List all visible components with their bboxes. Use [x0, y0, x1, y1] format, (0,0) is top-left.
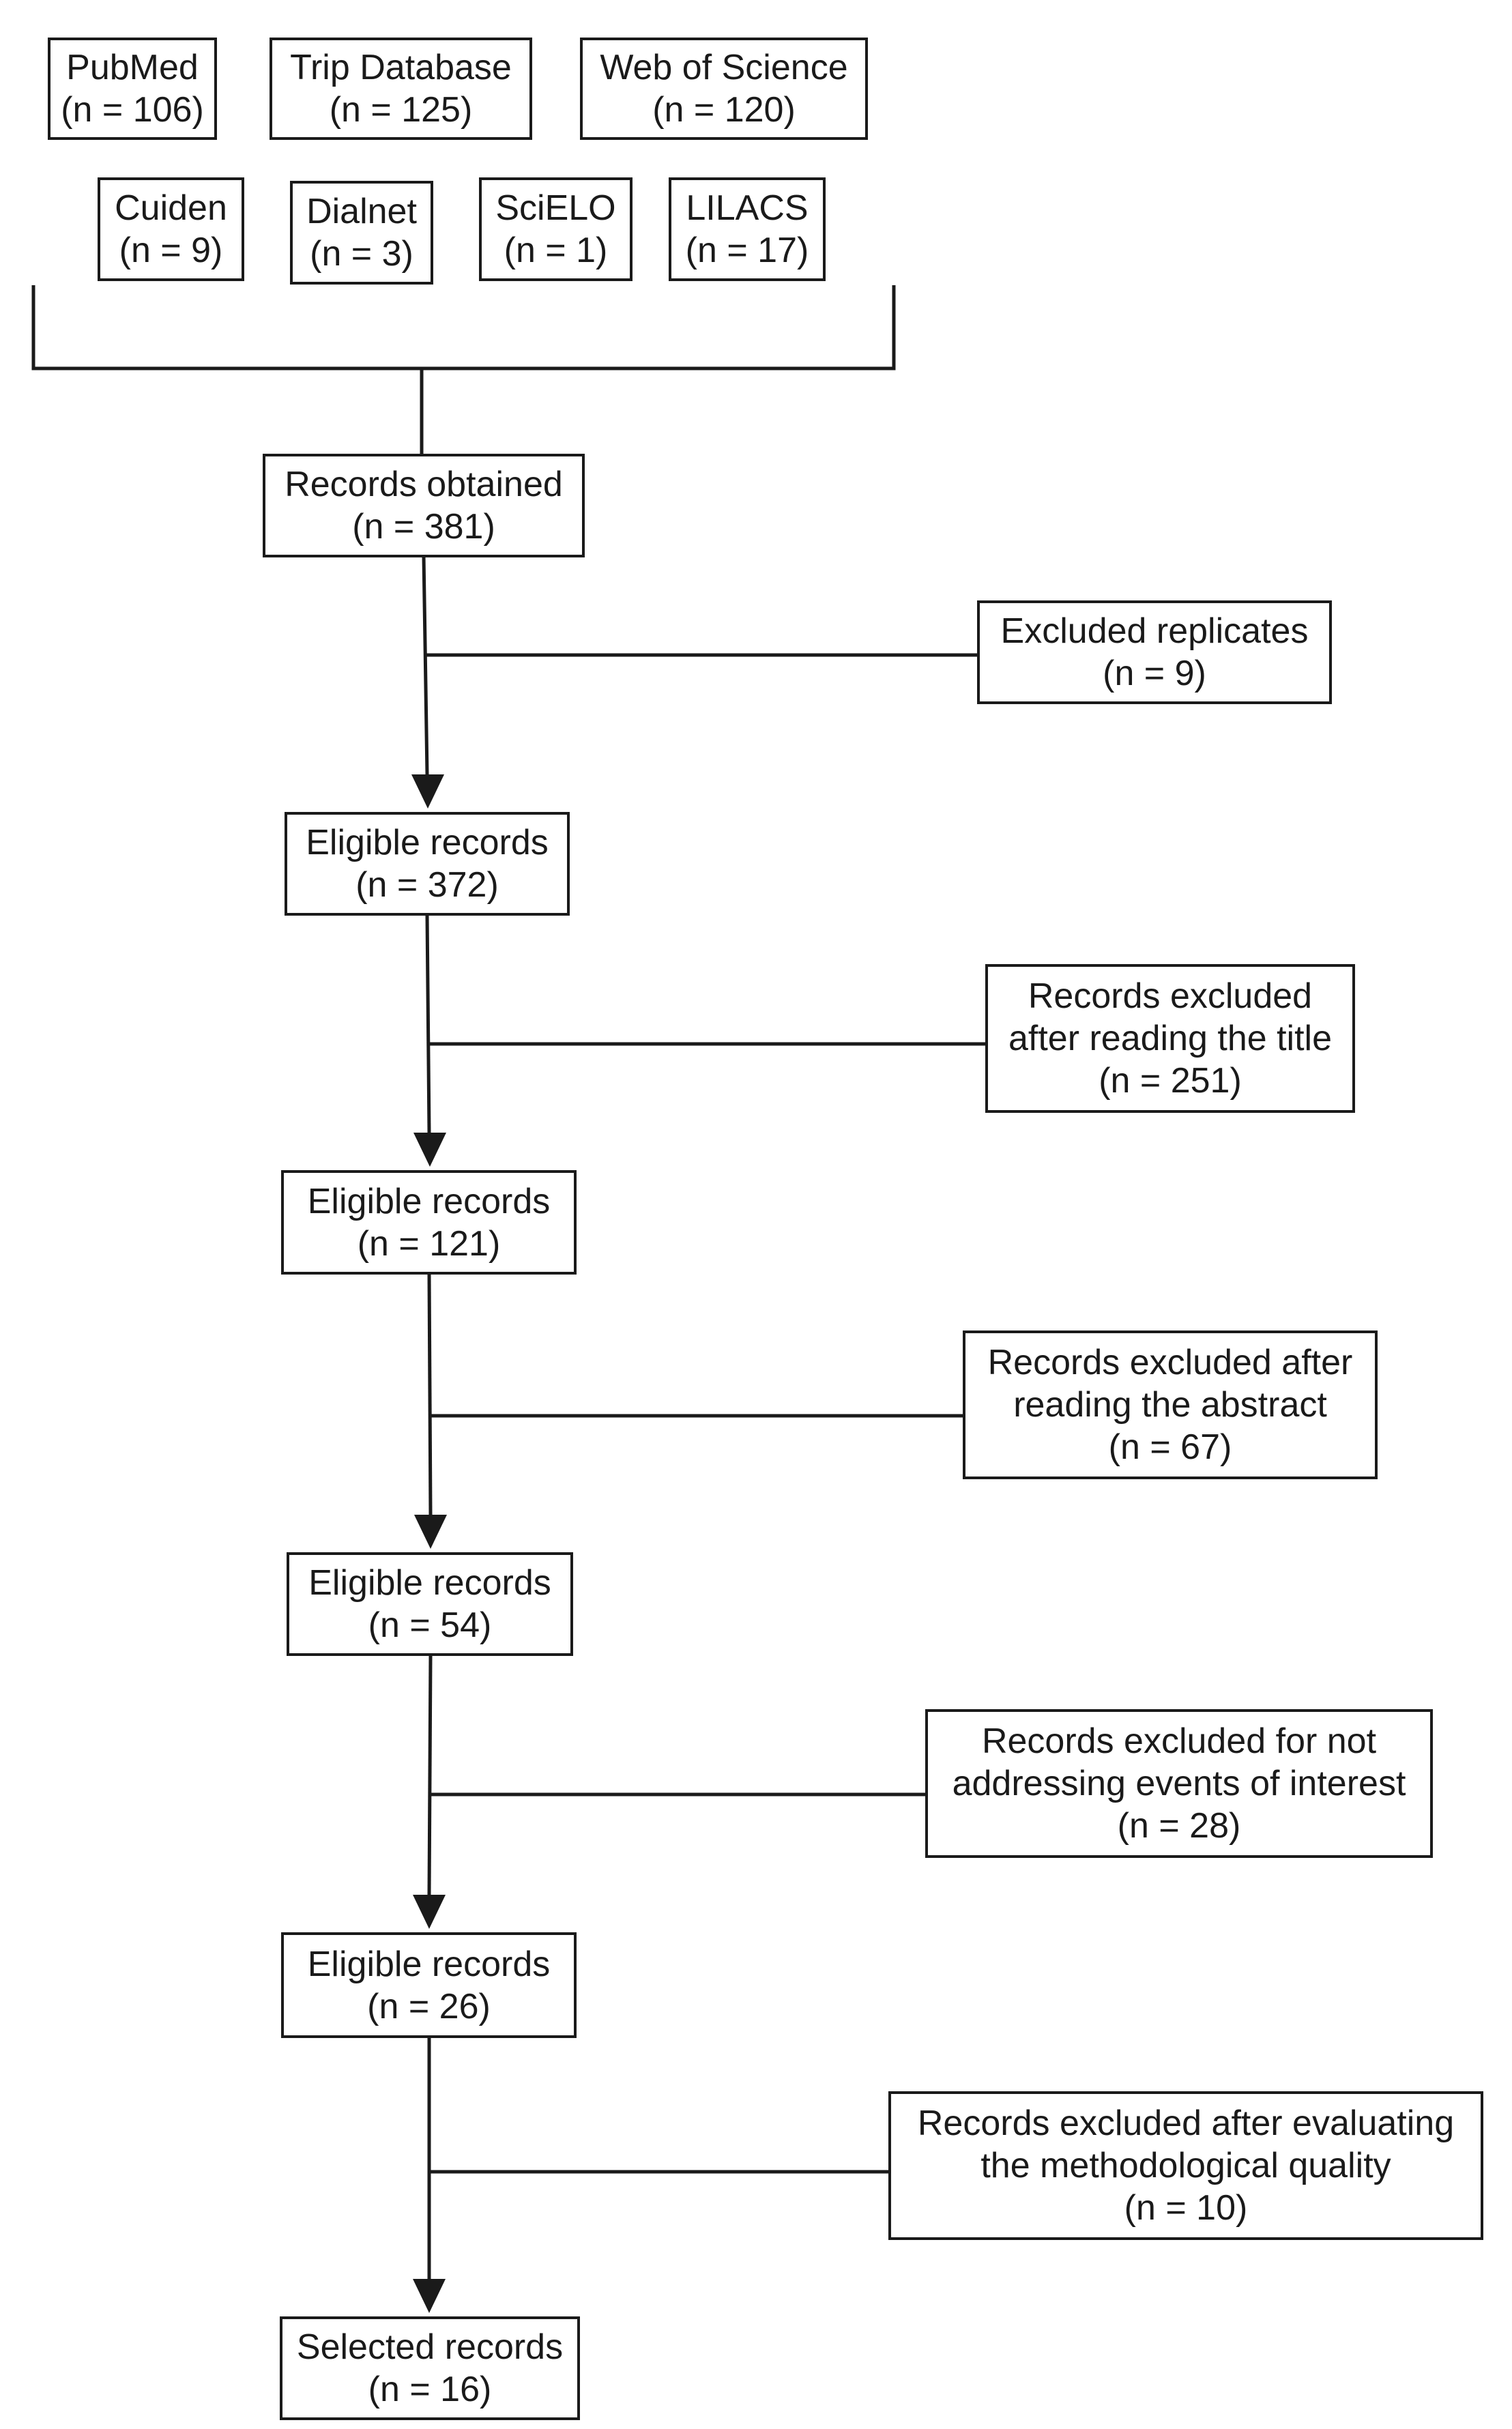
source-name: Web of Science — [600, 48, 848, 87]
box-line: Eligible records — [307, 1181, 551, 1221]
source-box-trip-database: Trip Database (n = 125) — [270, 38, 532, 140]
eligible-records-box-4: Eligible records (n = 26) — [281, 1932, 577, 2038]
box-count: (n = 10) — [1124, 2188, 1248, 2228]
excluded-events-box: Records excluded for not addressing even… — [925, 1709, 1433, 1858]
source-name: Trip Database — [290, 48, 512, 87]
records-obtained-box: Records obtained (n = 381) — [263, 454, 585, 557]
source-count: (n = 1) — [504, 231, 608, 270]
stem-3 — [427, 1274, 433, 1515]
source-box-lilacs: LILACS (n = 17) — [669, 177, 826, 281]
arrowhead-3 — [414, 1515, 447, 1549]
box-count: (n = 16) — [368, 2370, 492, 2409]
source-box-dialnet: Dialnet (n = 3) — [290, 181, 433, 285]
box-count: (n = 9) — [1103, 654, 1206, 693]
eligible-records-box-1: Eligible records (n = 372) — [285, 812, 570, 916]
stem-1 — [422, 555, 429, 775]
box-count: (n = 67) — [1108, 1427, 1232, 1467]
box-line: Records excluded after — [987, 1343, 1353, 1382]
source-count: (n = 125) — [329, 90, 473, 130]
box-line: addressing events of interest — [952, 1764, 1406, 1803]
source-box-pubmed: PubMed (n = 106) — [48, 38, 217, 140]
arrowhead-2 — [413, 1133, 446, 1167]
source-name: Dialnet — [306, 192, 417, 231]
source-count: (n = 106) — [61, 90, 204, 130]
source-box-cuiden: Cuiden (n = 9) — [98, 177, 244, 281]
selected-records-box: Selected records (n = 16) — [280, 2316, 580, 2420]
stem-4 — [427, 1655, 433, 1895]
source-count: (n = 17) — [685, 231, 809, 270]
box-count: (n = 381) — [352, 507, 495, 547]
eligible-records-box-2: Eligible records (n = 121) — [281, 1170, 577, 1275]
box-count: (n = 26) — [367, 1986, 491, 2026]
box-line: Excluded replicates — [1000, 611, 1309, 651]
source-name: LILACS — [686, 188, 809, 228]
source-box-scielo: SciELO (n = 1) — [479, 177, 633, 281]
box-line: Records excluded — [1028, 976, 1313, 1016]
box-line: reading the abstract — [1013, 1385, 1327, 1425]
source-name: Cuiden — [115, 188, 227, 228]
stem-2 — [425, 915, 431, 1133]
excluded-replicates-box: Excluded replicates (n = 9) — [977, 600, 1332, 704]
box-count: (n = 54) — [368, 1605, 492, 1645]
arrowhead-5 — [413, 2279, 446, 2313]
eligible-records-box-3: Eligible records (n = 54) — [287, 1552, 573, 1656]
box-count: (n = 372) — [355, 865, 499, 905]
box-line: the methodological quality — [980, 2146, 1391, 2185]
box-count: (n = 28) — [1117, 1806, 1241, 1846]
source-count: (n = 120) — [652, 90, 796, 130]
box-count: (n = 251) — [1099, 1061, 1242, 1101]
box-line: Eligible records — [307, 1944, 551, 1984]
box-count: (n = 121) — [357, 1223, 501, 1264]
source-name: SciELO — [495, 188, 616, 228]
box-line: Records obtained — [285, 465, 563, 504]
arrowhead-1 — [411, 774, 444, 809]
box-line: Selected records — [296, 2327, 564, 2367]
source-count: (n = 9) — [119, 231, 223, 270]
source-box-web-of-science: Web of Science (n = 120) — [580, 38, 868, 140]
excluded-title-box: Records excluded after reading the title… — [985, 964, 1355, 1113]
box-line: Eligible records — [306, 823, 549, 862]
box-line: Records excluded for not — [981, 1721, 1377, 1761]
box-line: Eligible records — [308, 1563, 551, 1603]
source-count: (n = 3) — [310, 234, 413, 274]
source-name: PubMed — [66, 48, 199, 87]
sources-bracket — [31, 285, 896, 370]
excluded-quality-box: Records excluded after evaluating the me… — [888, 2091, 1483, 2240]
box-line: Records excluded after evaluating — [917, 2104, 1455, 2143]
arrowhead-4 — [413, 1895, 446, 1929]
excluded-abstract-box: Records excluded after reading the abstr… — [963, 1330, 1378, 1479]
box-line: after reading the title — [1008, 1019, 1333, 1058]
